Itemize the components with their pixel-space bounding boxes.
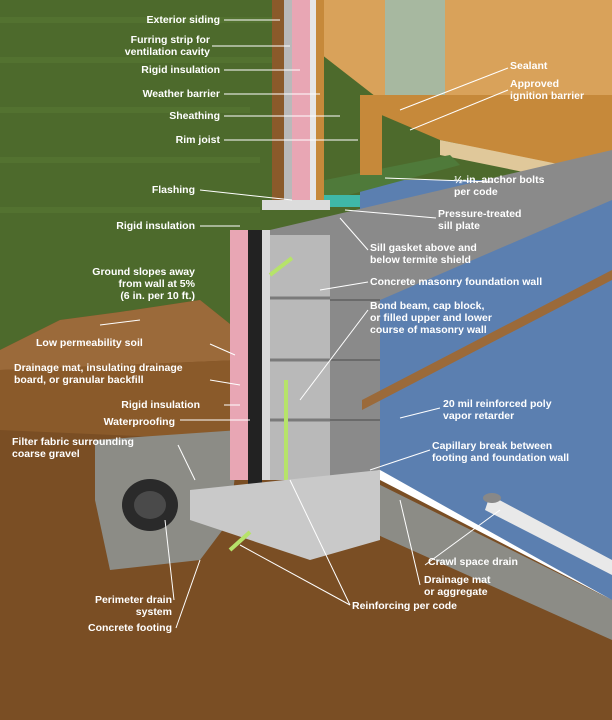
crawl-space-drain-pipe: [485, 495, 612, 575]
label-anchor-bolts: ½-in. anchor bolts per code: [454, 174, 545, 198]
label-rigid-insulation-top: Rigid insulation: [141, 64, 220, 76]
window-frame: [385, 0, 445, 95]
footing-rebar: [228, 530, 252, 552]
cmu-block-wall: [270, 150, 612, 480]
label-rim-joist: Rim joist: [175, 134, 220, 146]
furring-strip: [284, 0, 292, 200]
bond-beam-rebar: [268, 256, 294, 277]
label-drainage-mat-backfill: Drainage mat, insulating drainage board,…: [14, 362, 183, 386]
label-rigid-insulation-mid: Rigid insulation: [116, 220, 195, 232]
sill-plate: [300, 155, 460, 200]
label-rigid-insulation-low: Rigid insulation: [121, 399, 200, 411]
rigid-insulation-lower: [230, 230, 248, 480]
soil-top-surface: [0, 300, 250, 370]
rim-joist: [360, 95, 382, 175]
label-sealant: Sealant: [510, 60, 548, 72]
termination-strip: [362, 270, 612, 410]
waterproofing-membrane: [248, 230, 262, 490]
label-sill-plate: Pressure-treated sill plate: [438, 208, 522, 232]
label-cmu-wall: Concrete masonry foundation wall: [370, 276, 543, 288]
floor-joist: [370, 95, 612, 175]
label-flashing: Flashing: [151, 184, 195, 196]
drainage-mat-board: [262, 230, 270, 480]
label-crawl-space-drain: Crawl space drain: [428, 556, 518, 568]
label-reinforcing: Reinforcing per code: [352, 600, 458, 612]
leader-lines: [99, 19, 509, 629]
label-exterior-siding: Exterior siding: [146, 14, 220, 26]
perimeter-drain-opening: [134, 491, 166, 519]
label-approved-ignition-barrier: Approved ignition barrier: [510, 78, 585, 102]
label-drainage-mat-aggregate: Drainage mat or aggregate: [424, 574, 491, 598]
label-furring-strip: Furring strip for ventilation cavity: [124, 34, 210, 58]
label-sheathing: Sheathing: [169, 110, 220, 122]
label-waterproofing: Waterproofing: [103, 416, 175, 428]
label-weather-barrier: Weather barrier: [142, 88, 220, 100]
label-filter-fabric: Filter fabric surrounding coarse gravel: [12, 436, 134, 460]
vapor-retarder-sheet: [360, 180, 612, 600]
sheathing-layer: [316, 0, 324, 200]
rigid-insulation-upper: [292, 0, 310, 200]
label-concrete-footing: Concrete footing: [88, 622, 172, 634]
label-bond-beam: Bond beam, cap block, or filled upper an…: [370, 300, 492, 336]
label-perimeter-drain: Perimeter drain system: [94, 594, 172, 618]
block-joints: [270, 296, 330, 422]
concrete-footing: [190, 470, 380, 560]
block-cross-section: [270, 235, 330, 480]
label-capillary-break: Capillary break between footing and foun…: [432, 440, 570, 464]
label-low-permeability-soil: Low permeability soil: [36, 337, 143, 349]
weather-barrier-layer: [310, 0, 316, 200]
exterior-siding-strip: [272, 0, 284, 200]
flashing-metal: [262, 200, 330, 210]
label-sill-gasket: Sill gasket above and below termite shie…: [370, 242, 477, 266]
label-vapor-retarder: 20 mil reinforced poly vapor retarder: [443, 398, 552, 422]
crawl-space-drain-inlet: [483, 493, 501, 503]
label-ground-slopes: Ground slopes away from wall at 5% (6 in…: [92, 266, 195, 302]
